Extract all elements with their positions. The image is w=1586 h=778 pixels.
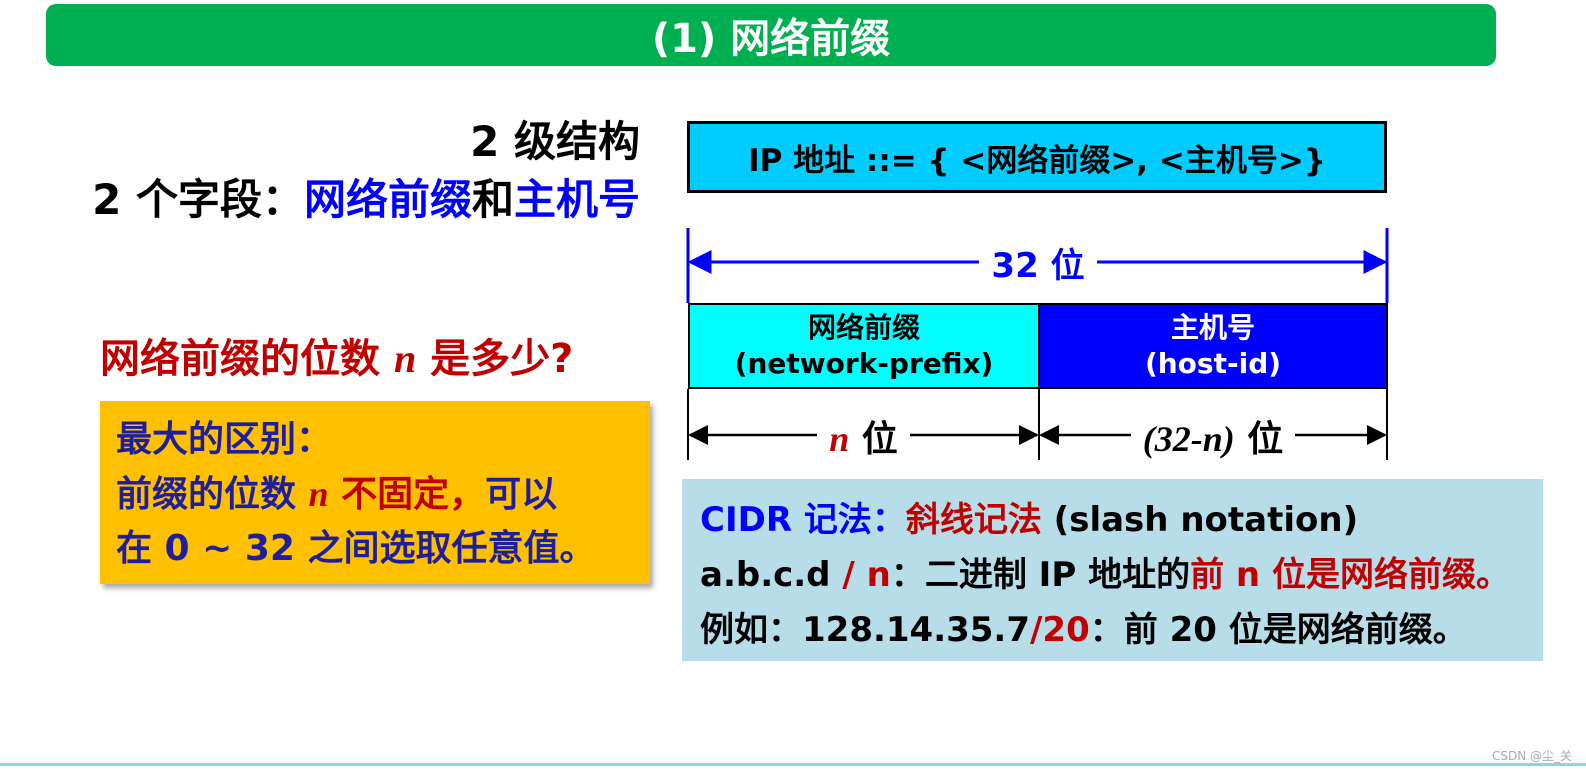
cidr-line-2-red: 前 n 位是网络前缀。	[1190, 555, 1510, 595]
cidr-slash-n: / n	[842, 555, 891, 595]
prefix-bits-question: 网络前缀的位数 n 是多少?	[100, 326, 573, 384]
host-bits-variable: (32-n)	[1142, 419, 1235, 459]
watermark: CSDN @尘_关	[1491, 749, 1572, 763]
structure-level-text: 2 级结构	[470, 117, 640, 166]
ip-definition-text: IP 地址 ::= { <网络前缀>, <主机号>}	[748, 142, 1326, 179]
cidr-line-2: a.b.c.d / n：二进制 IP 地址的前 n 位是网络前缀。	[700, 548, 1543, 603]
note-heading: 最大的区别：	[116, 419, 333, 460]
host-id-cn: 主机号	[1170, 311, 1255, 344]
cidr-format: a.b.c.d	[700, 555, 843, 595]
question-prefix: 网络前缀的位数	[100, 336, 394, 382]
bottom-divider	[0, 763, 1586, 766]
question-variable: n	[393, 336, 417, 381]
note-not-fixed: 不固定，	[328, 474, 486, 515]
cidr-example-suffix: ：前 20 位是网络前缀。	[1089, 610, 1467, 650]
cidr-line-2-middle: ：二进制 IP 地址的	[890, 555, 1191, 595]
structure-level-line: 2 级结构	[470, 108, 640, 169]
total-bits-label-wrap: 32 位	[688, 238, 1388, 287]
host-bits-label-wrap: (32-n) 位	[1039, 410, 1387, 462]
ip-definition-box: IP 地址 ::= { <网络前缀>, <主机号>}	[687, 121, 1387, 193]
slash-notation-cn: 斜线记法	[905, 500, 1042, 540]
two-fields-prefix: 2 个字段：	[92, 175, 304, 224]
note-line-2: 前缀的位数 n 不固定，可以	[116, 467, 650, 522]
note-line-2-prefix: 前缀的位数	[116, 474, 309, 515]
title-bar: (1) 网络前缀	[46, 4, 1496, 66]
network-bits-unit: 位	[849, 419, 898, 460]
page-title: (1) 网络前缀	[651, 16, 891, 62]
field-network-prefix: 网络前缀	[303, 175, 472, 224]
total-bits-label: 32 位	[979, 238, 1097, 287]
note-variable: n	[308, 474, 329, 514]
host-id-en: (host-id)	[1144, 347, 1282, 380]
question-suffix: 是多少?	[416, 336, 574, 382]
host-bits-label: (32-n) 位	[1130, 410, 1296, 462]
network-prefix-cn: 网络前缀	[807, 311, 920, 344]
host-bits-unit: 位	[1234, 419, 1284, 460]
field-and: 和	[471, 175, 514, 224]
network-prefix-cell: 网络前缀 (network-prefix)	[688, 303, 1040, 389]
cidr-notation-box: CIDR 记法：斜线记法 (slash notation) a.b.c.d / …	[682, 479, 1543, 661]
cidr-line-1: CIDR 记法：斜线记法 (slash notation)	[700, 493, 1543, 548]
slash-notation-en: (slash notation)	[1041, 500, 1359, 540]
network-bits-variable: n	[829, 419, 850, 459]
network-bits-label: n 位	[817, 410, 910, 462]
note-line-3: 在 0 ~ 32 之间选取任意值。	[116, 528, 596, 569]
cidr-label: CIDR 记法：	[700, 500, 906, 540]
cidr-example-slash: /20	[1030, 610, 1090, 650]
field-host-id: 主机号	[513, 175, 640, 224]
cidr-line-3: 例如：128.14.35.7/20：前 20 位是网络前缀。	[700, 603, 1543, 658]
note-line-2-suffix: 可以	[485, 474, 558, 515]
host-id-cell: 主机号 (host-id)	[1038, 303, 1388, 389]
cidr-example-prefix: 例如：128.14.35.7	[700, 610, 1031, 650]
two-fields-line: 2 个字段：网络前缀和主机号	[92, 166, 640, 227]
network-prefix-en: (network-prefix)	[734, 347, 994, 380]
difference-note-box: 最大的区别： 前缀的位数 n 不固定，可以 在 0 ~ 32 之间选取任意值。	[100, 401, 650, 584]
network-bits-label-wrap: n 位	[688, 410, 1039, 462]
